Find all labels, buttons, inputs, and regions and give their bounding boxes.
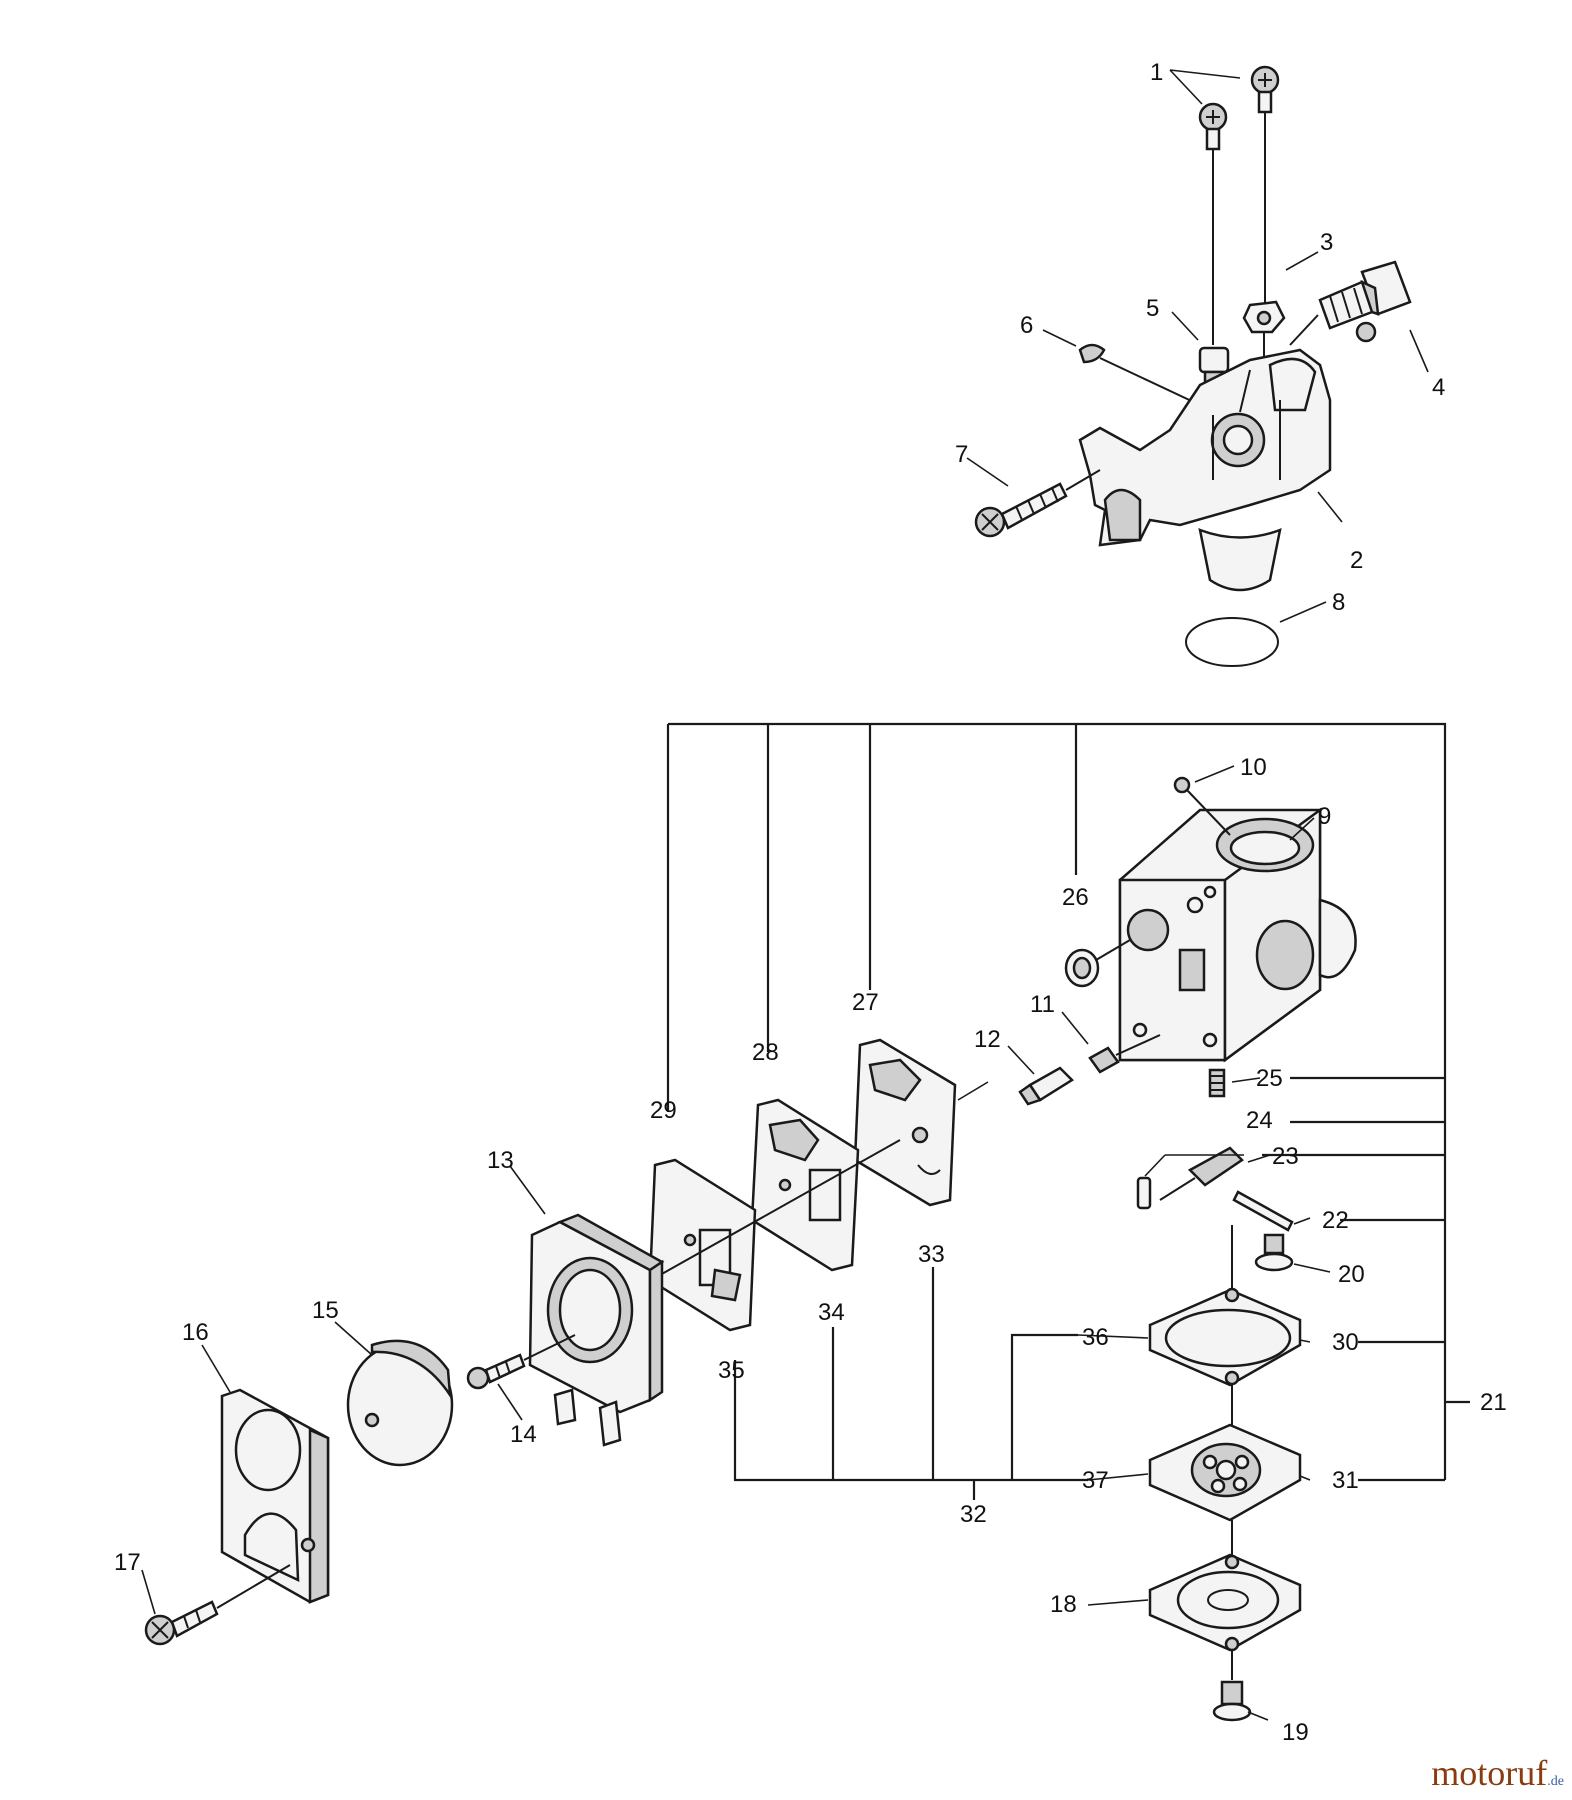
screw-19 xyxy=(1212,1650,1252,1722)
callout-6: 6 xyxy=(1020,312,1033,339)
callout-27: 27 xyxy=(852,989,879,1016)
callout-28: 28 xyxy=(752,1039,779,1066)
callout-3: 3 xyxy=(1320,229,1333,256)
callout-26: 26 xyxy=(1062,884,1089,911)
plate-16 xyxy=(220,1388,330,1604)
screw-17 xyxy=(144,1564,291,1646)
callout-36: 36 xyxy=(1082,1324,1109,1351)
callout-32: 32 xyxy=(960,1501,987,1528)
callout-29: 29 xyxy=(650,1097,677,1124)
oring-8 xyxy=(1185,617,1279,667)
pump-cover-13 xyxy=(528,1213,665,1447)
callout-20: 20 xyxy=(1338,1261,1365,1288)
callout-8: 8 xyxy=(1332,589,1345,616)
gasket-30 xyxy=(1148,1287,1302,1387)
screw-7 xyxy=(974,469,1101,538)
callout-34: 34 xyxy=(818,1299,845,1326)
callout-19: 19 xyxy=(1282,1719,1309,1746)
gasket-29 xyxy=(648,1158,757,1332)
watermark-suffix: .de xyxy=(1547,1774,1564,1789)
callout-7: 7 xyxy=(955,441,968,468)
callout-23: 23 xyxy=(1272,1143,1299,1170)
callout-12: 12 xyxy=(974,1026,1001,1053)
carburetor-cap-2 xyxy=(1078,348,1332,592)
callout-24: 24 xyxy=(1246,1107,1273,1134)
callout-22: 22 xyxy=(1322,1207,1349,1234)
callout-18: 18 xyxy=(1050,1591,1077,1618)
diaphragm-31 xyxy=(1148,1423,1302,1522)
watermark-brand: motoruf xyxy=(1431,1753,1548,1793)
clip-6 xyxy=(1078,343,1201,406)
needle-24 xyxy=(1136,1176,1152,1210)
bracket-kit-32 xyxy=(733,1267,1088,1500)
callout-10: 10 xyxy=(1240,754,1267,781)
screw-1a xyxy=(1250,65,1280,305)
callout-14: 14 xyxy=(510,1421,537,1448)
callout-11: 11 xyxy=(1030,991,1055,1018)
ball-10 xyxy=(1173,776,1231,836)
callout-16: 16 xyxy=(182,1319,209,1346)
callout-37: 37 xyxy=(1082,1467,1109,1494)
callout-4: 4 xyxy=(1432,374,1445,401)
gasket-28 xyxy=(750,1098,860,1272)
callout-labels: 1 2 3 4 5 6 7 8 9 10 11 12 13 14 15 16 1… xyxy=(114,59,1507,1746)
gasket-27 xyxy=(853,1038,957,1207)
callout-25: 25 xyxy=(1256,1065,1283,1092)
callout-5: 5 xyxy=(1146,295,1159,322)
fitting-4 xyxy=(1289,260,1412,346)
callout-35: 35 xyxy=(718,1357,745,1384)
jet-11 xyxy=(1088,1034,1161,1074)
cover-18 xyxy=(1148,1553,1302,1652)
callout-17: 17 xyxy=(114,1549,141,1576)
callout-15: 15 xyxy=(312,1297,339,1324)
pin-22 xyxy=(1232,1190,1294,1232)
spring-25 xyxy=(1208,1068,1226,1098)
gasket-stack-line xyxy=(659,1139,901,1276)
callout-9: 9 xyxy=(1318,803,1331,830)
callout-2: 2 xyxy=(1350,547,1363,574)
carburetor-body-9 xyxy=(1118,807,1357,1063)
lever-23 xyxy=(1159,1146,1244,1201)
callout-30: 30 xyxy=(1332,1329,1359,1356)
callout-33: 33 xyxy=(918,1241,945,1268)
screw-1b xyxy=(1198,102,1228,345)
watermark-logo: motoruf.de xyxy=(1431,1752,1564,1794)
bracket-kit-21 xyxy=(666,722,1470,1482)
callout-31: 31 xyxy=(1332,1467,1359,1494)
plug-26 xyxy=(1064,939,1131,988)
primer-bulb-15 xyxy=(346,1339,454,1467)
callout-13: 13 xyxy=(487,1147,514,1174)
leader-lines xyxy=(141,69,1429,1721)
needle-12 xyxy=(1018,1066,1074,1106)
callout-1: 1 xyxy=(1150,59,1163,86)
screw-14 xyxy=(466,1334,576,1390)
callout-21: 21 xyxy=(1480,1389,1507,1416)
screw-20 xyxy=(1254,1233,1294,1272)
